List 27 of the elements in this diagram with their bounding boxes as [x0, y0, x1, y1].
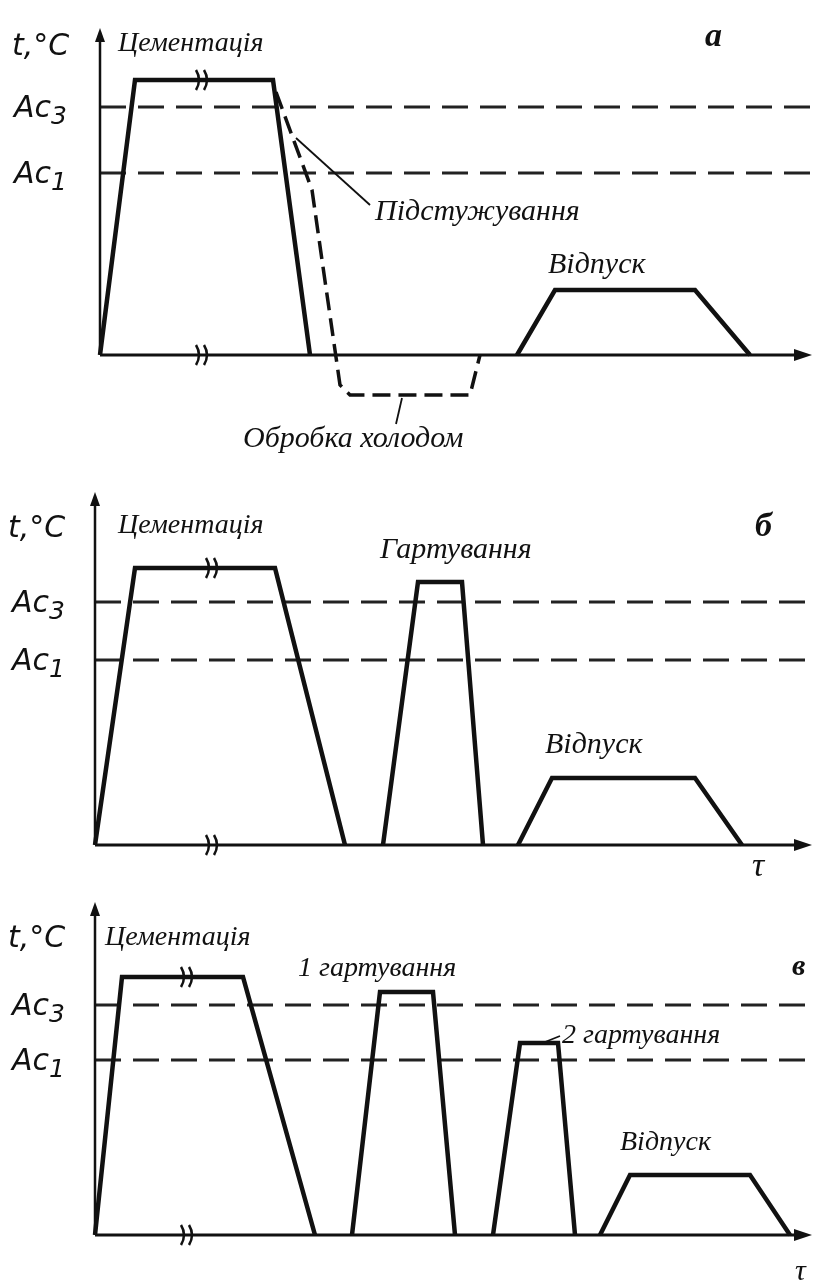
temperature-level-label: Ac$_{1}$	[12, 645, 65, 681]
axis-label: t,°C	[8, 922, 66, 952]
axis-label: t,°C	[8, 512, 66, 542]
axis-label: τ	[752, 848, 765, 882]
leader-text: Підстужування	[375, 195, 580, 225]
process-label: Цементація	[105, 922, 251, 950]
temperature-level-label: Ac$_{3}$	[14, 92, 67, 128]
process-label: Відпуск	[548, 248, 646, 278]
process-label: Гартування	[380, 533, 532, 563]
leader-line	[295, 137, 371, 206]
panel-letter: а	[705, 18, 722, 52]
process-label: Цементація	[118, 510, 264, 538]
temperature-level-label: Ac$_{3}$	[12, 990, 65, 1026]
panel-letter: в	[792, 950, 806, 980]
process-label: Цементація	[118, 28, 264, 56]
leader-text: 2 гартування	[562, 1020, 721, 1048]
temperature-level-label: Ac$_{1}$	[14, 158, 67, 194]
leader-line	[395, 397, 403, 425]
process-label: Відпуск	[620, 1127, 711, 1155]
temperature-level-label: Ac$_{1}$	[12, 1045, 65, 1081]
temperature-level-label: Ac$_{3}$	[12, 587, 65, 623]
leader-text: Обробка холодом	[243, 422, 464, 452]
axis-label: t,°C	[12, 30, 70, 60]
process-label: Відпуск	[545, 728, 643, 758]
axis-label: τ	[795, 1255, 806, 1281]
panel-letter: б	[755, 508, 772, 542]
process-label: 1 гартування	[298, 953, 457, 981]
